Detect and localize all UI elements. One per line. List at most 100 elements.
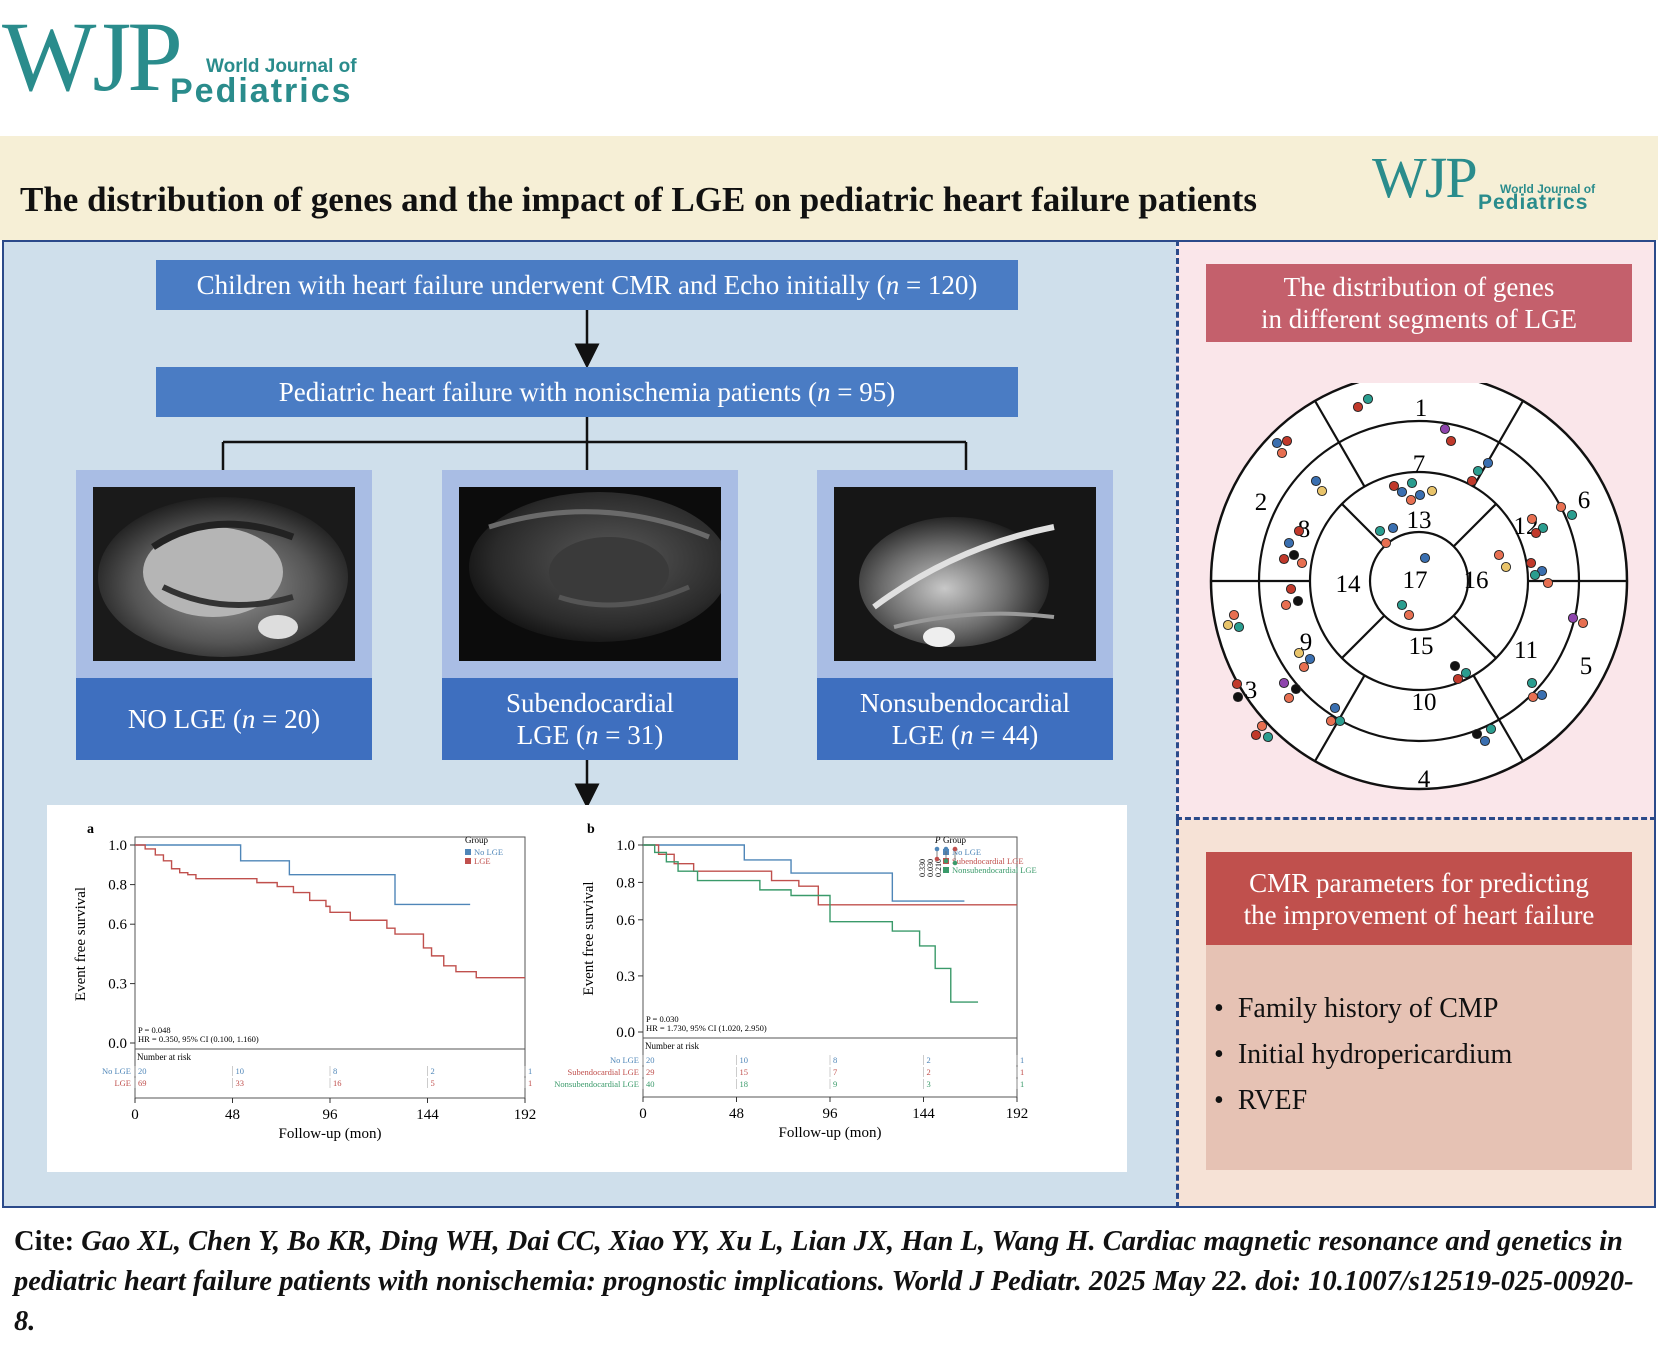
mri-frame-nonsubendocardial (817, 470, 1113, 678)
gene-marker-dot (1567, 612, 1579, 624)
risk-value: 2 (927, 1067, 931, 1077)
gene-marker-dot (1403, 609, 1415, 621)
gene-marker-dot (1414, 489, 1426, 501)
x-tick-label: 48 (225, 1107, 240, 1123)
gene-marker-dot (1325, 715, 1337, 727)
risk-table-title: Number at risk (645, 1041, 699, 1051)
group-no-lge-label: NO LGE ( (127, 704, 242, 734)
survival-curve (643, 844, 965, 902)
gene-marker-dot (1280, 599, 1292, 611)
gene-marker-dot (1500, 561, 1512, 573)
risk-value: 10 (740, 1055, 749, 1065)
p-dot (943, 846, 949, 852)
mri-image-subendocardial (459, 487, 721, 661)
risk-table-title: Number at risk (137, 1052, 191, 1062)
gene-marker-dot (1530, 527, 1542, 539)
risk-row-name: Subendocardial LGE (567, 1067, 639, 1077)
x-axis-label: Follow-up (mon) (279, 1126, 382, 1142)
legend-title: Group (465, 835, 488, 845)
risk-row-name: No LGE (102, 1066, 131, 1076)
y-axis-label: Event free survival (73, 887, 89, 1001)
y-tick-label: 0.6 (616, 913, 635, 929)
p-dot (943, 858, 949, 864)
gene-marker-dot (1537, 522, 1549, 534)
mri-image-no-lge (93, 487, 355, 661)
gene-marker-dot (1405, 494, 1417, 506)
p-dot (952, 846, 958, 852)
p-dot (934, 846, 940, 852)
segment-label: 8 (1298, 516, 1311, 543)
risk-value: 69 (138, 1078, 147, 1088)
gene-marker-dot (1304, 653, 1316, 665)
segment-label: 4 (1418, 766, 1431, 793)
gene-marker-dot (1482, 457, 1494, 469)
y-tick-label: 0.8 (108, 878, 127, 894)
pairwise-p-value: 0.210 (934, 859, 943, 877)
risk-value: 8 (333, 1066, 337, 1076)
bullseye-ring (1368, 530, 1470, 632)
gene-marker-dot (1542, 577, 1554, 589)
gene-marker-dot (1406, 477, 1418, 489)
segment-divider (1314, 400, 1366, 488)
gene-marker-dot (1387, 522, 1399, 534)
gene-marker-dot (1419, 552, 1431, 564)
risk-value: 15 (740, 1067, 749, 1077)
logo-letters: WJP (2, 1, 183, 112)
survival-curve (135, 844, 471, 906)
gene-marker-dot (1271, 437, 1283, 449)
flow-box-initial-n: n (885, 270, 900, 300)
legend-entry: No LGE (474, 847, 503, 857)
gene-marker-dot (1449, 660, 1461, 672)
y-tick-label: 0.3 (108, 977, 127, 993)
group-subendocardial-count: = 31) (598, 720, 664, 750)
pairwise-p-value: 0.330 (918, 859, 927, 877)
y-tick-label: 0.3 (616, 969, 635, 985)
gene-marker-dot (1452, 673, 1464, 685)
group-no-lge-count: = 20) (255, 704, 321, 734)
gene-marker-dot (1577, 617, 1589, 629)
gene-marker-dot (1536, 689, 1548, 701)
risk-value: 10 (236, 1066, 245, 1076)
mri-illustration-nonsubendocardial (834, 487, 1096, 661)
logo-line2: Pediatrics (170, 72, 353, 110)
gene-marker-dot (1250, 729, 1262, 741)
gene-marker-dot (1232, 691, 1244, 703)
y-tick-label: 0.0 (616, 1025, 635, 1041)
risk-value: 1 (1020, 1055, 1024, 1065)
segment-divider (1341, 503, 1386, 548)
gene-marker-dot (1231, 678, 1243, 690)
risk-value: 1 (1020, 1079, 1024, 1089)
stat-text: P = 0.030 (646, 1014, 679, 1024)
mri-illustration-no-lge (93, 487, 355, 661)
cmr-item-text: Initial hydropericardium (1237, 1039, 1513, 1070)
gene-title-line1: The distribution of genes (1283, 272, 1555, 302)
gene-marker-dot (1526, 677, 1538, 689)
y-tick-label: 0.6 (108, 917, 127, 933)
x-axis-label: Follow-up (mon) (779, 1125, 882, 1141)
segment-label: 7 (1413, 451, 1426, 478)
risk-value: 1 (528, 1078, 532, 1088)
risk-value: 8 (833, 1055, 837, 1065)
flow-box-initial-text: Children with heart failure underwent CM… (196, 270, 886, 300)
group-nonsubendocardial-label: Nonsubendocardial (860, 688, 1070, 718)
gene-marker-dot (1290, 683, 1302, 695)
survival-curve (643, 844, 979, 1003)
risk-value: 9 (833, 1079, 837, 1089)
gene-marker-dot (1396, 486, 1408, 498)
gene-marker-dot (1310, 475, 1322, 487)
legend-entry: Nonsubendocardial LGE (952, 865, 1037, 875)
gene-marker-dot (1278, 553, 1290, 565)
gene-marker-dot (1298, 661, 1310, 673)
x-tick-label: 0 (639, 1106, 647, 1122)
flow-box-initial: Children with heart failure underwent CM… (156, 260, 1018, 310)
group-nonsubendocardial-lge: LGE ( (891, 720, 960, 750)
gene-marker-dot (1283, 537, 1295, 549)
gene-marker-dot (1288, 549, 1300, 561)
y-tick-label: 0.0 (108, 1036, 127, 1052)
stat-text: P = 0.048 (138, 1025, 171, 1035)
flow-box-nonischemia: Pediatric heart failure with nonischemia… (156, 367, 1018, 417)
risk-value: 5 (431, 1078, 435, 1088)
